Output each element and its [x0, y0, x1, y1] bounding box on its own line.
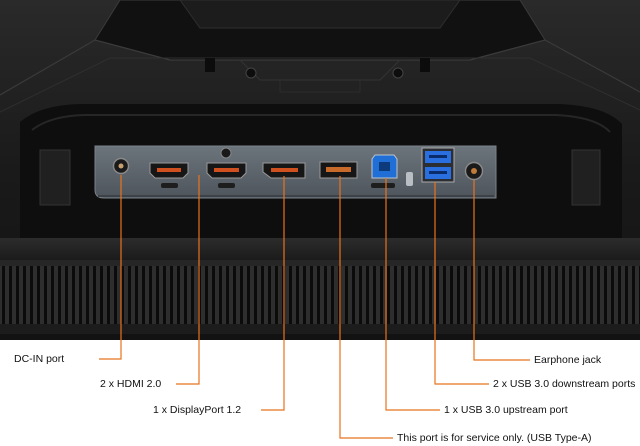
leader-service-usb — [339, 176, 393, 439]
leader-displayport — [261, 176, 285, 411]
dc-in-port — [112, 157, 130, 175]
leader-lines — [99, 175, 530, 439]
leader-dc-in — [99, 175, 122, 360]
callout-hdmi: 2 x HDMI 2.0 — [100, 378, 162, 390]
vent-grille — [0, 238, 640, 334]
callout-usb-upstream: 1 x USB 3.0 upstream port — [444, 404, 568, 416]
hdmi-port-2 — [206, 147, 247, 188]
usb-upstream-port — [371, 154, 413, 188]
leader-usb-downstream — [434, 182, 489, 385]
callout-usb-downstream: 2 x USB 3.0 downstream ports — [493, 378, 636, 390]
leader-usb-upstream — [385, 178, 440, 411]
leader-earphone — [473, 180, 530, 361]
service-usb-port — [319, 161, 358, 179]
callout-service-usb: This port is for service only. (USB Type… — [397, 432, 592, 444]
callout-displayport: 1 x DisplayPort 1.2 — [153, 404, 242, 416]
callout-dc-in: DC-IN port — [14, 353, 65, 365]
callout-earphone: Earphone jack — [534, 354, 602, 366]
usb-downstream-ports — [421, 147, 455, 183]
earphone-jack — [464, 161, 484, 181]
leader-hdmi — [176, 175, 200, 385]
displayport-port — [262, 162, 306, 179]
hdmi-port-1 — [149, 162, 189, 188]
